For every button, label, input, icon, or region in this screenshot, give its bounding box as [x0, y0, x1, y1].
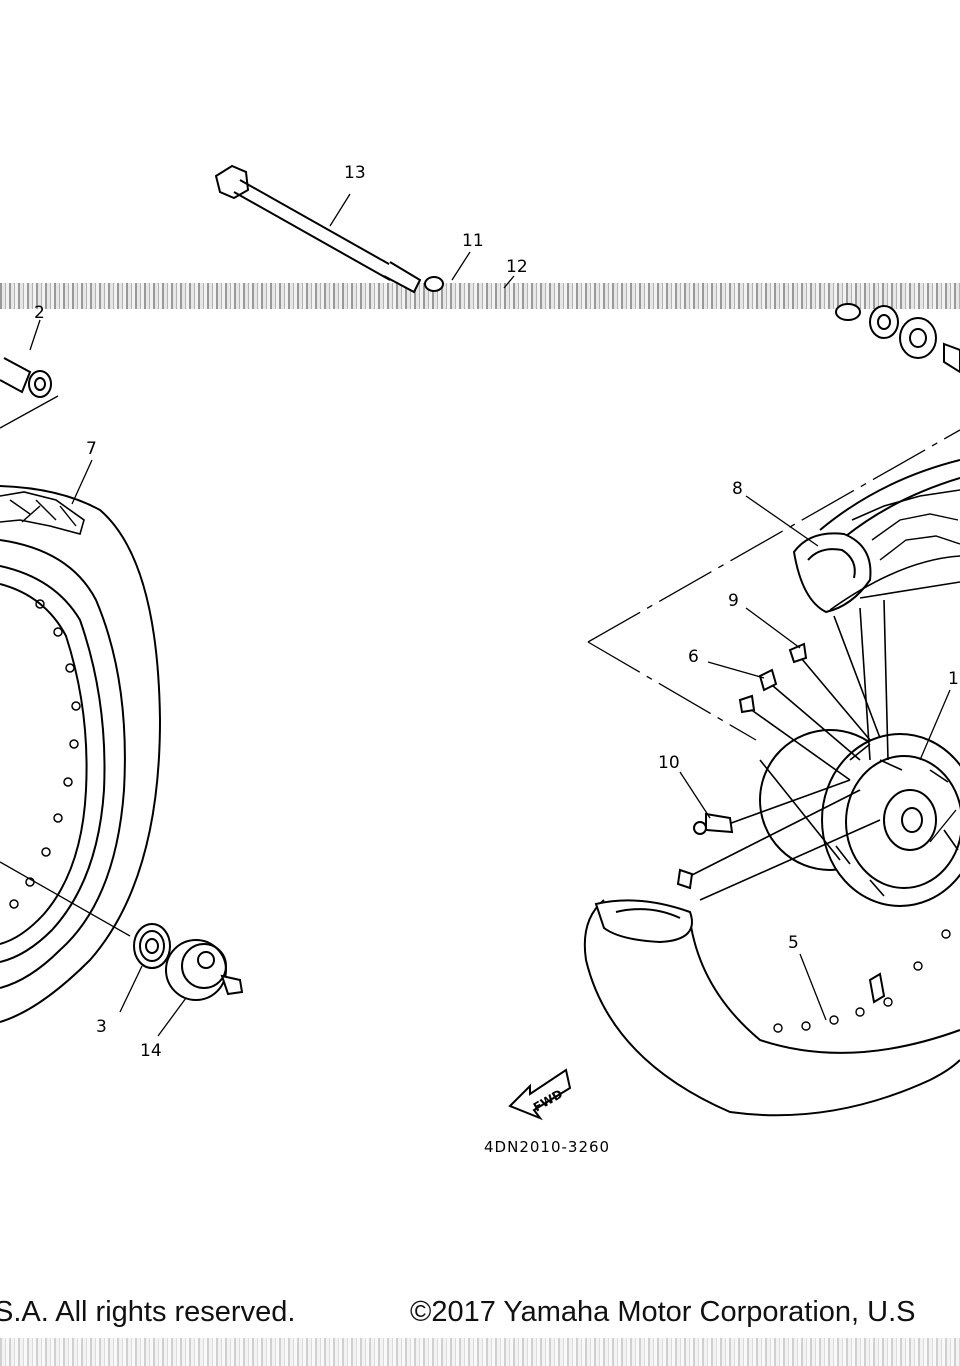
- copyright-left: S.A. All rights reserved.: [0, 1296, 296, 1328]
- callout-8: 8: [732, 479, 743, 499]
- speedometer-gear-unit-part: [165, 939, 244, 1001]
- right-wheel-assembly: [583, 459, 960, 1117]
- leader-lines: [0, 193, 960, 1037]
- callout-10: 10: [658, 753, 680, 773]
- left-bearing-part: [133, 923, 171, 969]
- fwd-arrow-icon: FWD: [508, 1068, 572, 1121]
- callout-13: 13: [344, 163, 366, 183]
- callout-1: 1: [948, 669, 959, 689]
- callout-3: 3: [96, 1017, 107, 1037]
- callout-5: 5: [788, 933, 799, 953]
- axle-bolt-part: [214, 164, 444, 294]
- copyright-right: ©2017 Yamaha Motor Corporation, U.S: [410, 1296, 916, 1328]
- scan-noise-band-bottom: [0, 1338, 960, 1366]
- callout-14: 14: [140, 1041, 162, 1061]
- callout-7: 7: [86, 439, 97, 459]
- callout-11: 11: [462, 231, 484, 251]
- callout-2: 2: [34, 303, 45, 323]
- scan-noise-band: [0, 283, 960, 309]
- callout-12: 12: [506, 257, 528, 277]
- bearing-stack-part: [835, 303, 960, 374]
- drawing-code: 4DN2010-3260: [484, 1138, 610, 1156]
- callout-9: 9: [728, 591, 739, 611]
- callout-6: 6: [688, 647, 699, 667]
- left-wheel-assembly: [0, 485, 162, 1023]
- collar-part: [0, 357, 52, 398]
